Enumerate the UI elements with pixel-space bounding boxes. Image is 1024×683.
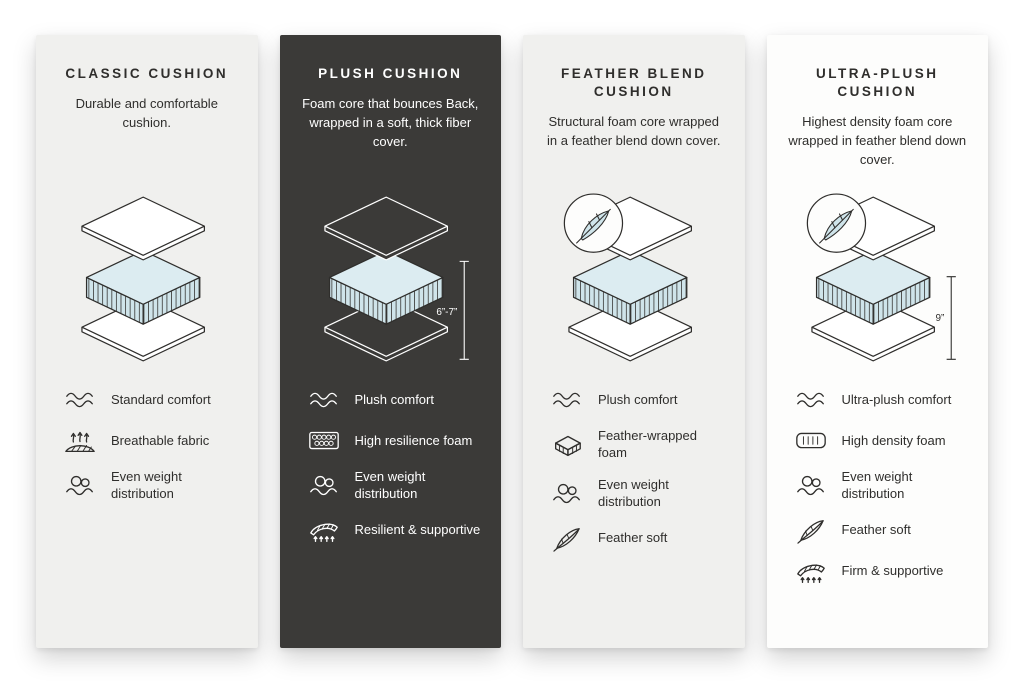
feature-label: Plush comfort xyxy=(598,391,678,407)
feature-list: Plush comfort High resilience foam Even … xyxy=(298,387,484,544)
cushion-illustration xyxy=(54,183,240,371)
feature-label: Even weight distribution xyxy=(354,469,426,501)
feature-row: High resilience foam xyxy=(306,428,484,454)
feature-row: Feather-wrapped foam xyxy=(549,428,727,462)
feature-row: Even weight distribution xyxy=(549,477,727,511)
cushion-layers-icon xyxy=(563,193,692,362)
feature-label: High density foam xyxy=(841,432,946,448)
high-density-foam-icon xyxy=(793,428,829,454)
feature-row: Plush comfort xyxy=(306,387,484,413)
feature-label: Feather soft xyxy=(598,530,668,546)
feature-row: Even weight distribution xyxy=(62,469,240,503)
weight-distribution-icon xyxy=(62,473,98,499)
feature-row: Ultra-plush comfort xyxy=(793,387,971,413)
cushion-illustration: 9” xyxy=(785,183,971,371)
card-header: PLUSH CUSHION Foam core that bounces Bac… xyxy=(298,65,484,183)
feature-label: High resilience foam xyxy=(354,432,473,448)
feature-row: Plush comfort xyxy=(549,387,727,413)
feature-label: Breathable fabric xyxy=(111,432,210,448)
feature-list: Ultra-plush comfort High density foam Ev… xyxy=(785,387,971,585)
breathable-fabric-icon xyxy=(62,428,98,454)
feather-badge-icon xyxy=(563,193,623,253)
card-header: CLASSIC CUSHION Durable and comfortable … xyxy=(54,65,240,183)
feather-wrapped-foam-icon xyxy=(549,432,585,458)
feature-label: Firm & supportive xyxy=(841,563,944,579)
feature-row: High density foam xyxy=(793,428,971,454)
card-classic-cushion: CLASSIC CUSHION Durable and comfortable … xyxy=(36,35,258,648)
feature-label: Feather soft xyxy=(841,522,911,538)
card-feather-blend-cushion: FEATHER BLEND CUSHION Structural foam co… xyxy=(523,35,745,648)
weight-distribution-icon xyxy=(549,481,585,507)
cushion-illustration xyxy=(541,183,727,371)
card-plush-cushion: PLUSH CUSHION Foam core that bounces Bac… xyxy=(279,35,501,648)
card-title: CLASSIC CUSHION xyxy=(65,66,229,81)
card-description: Structural foam core wrapped in a feathe… xyxy=(547,114,721,149)
feature-label: Resilient & supportive xyxy=(354,522,481,538)
card-description: Durable and comfortable cushion. xyxy=(75,96,218,131)
dimension-label: 6”-7” xyxy=(437,307,458,318)
card-description: Foam core that bounces Back, wrapped in … xyxy=(302,96,479,149)
feather-icon xyxy=(549,526,585,552)
card-title: FEATHER BLEND CUSHION xyxy=(561,66,707,100)
weight-distribution-icon xyxy=(793,473,829,499)
feature-row: Firm & supportive xyxy=(793,559,971,585)
cushion-layers-icon: 9” xyxy=(807,193,957,362)
card-title: PLUSH CUSHION xyxy=(318,66,463,81)
weight-distribution-icon xyxy=(306,473,342,499)
feature-label: Even weight distribution xyxy=(841,469,913,501)
wave-comfort-icon xyxy=(62,387,98,413)
height-dimension-marker: 9” xyxy=(936,276,957,360)
card-title: ULTRA-PLUSH CUSHION xyxy=(816,66,939,100)
card-description: Highest density foam core wrapped in fea… xyxy=(788,114,967,168)
wave-comfort-icon xyxy=(306,387,342,413)
feature-row: Feather soft xyxy=(793,518,971,544)
cushion-layers-icon xyxy=(81,196,205,362)
card-ultra-plush-cushion: ULTRA-PLUSH CUSHION Highest density foam… xyxy=(766,35,988,648)
card-header: ULTRA-PLUSH CUSHION Highest density foam… xyxy=(785,65,971,183)
feature-label: Ultra-plush comfort xyxy=(841,391,952,407)
feature-row: Standard comfort xyxy=(62,387,240,413)
feather-badge-icon xyxy=(807,193,867,253)
wave-comfort-icon xyxy=(793,387,829,413)
cushion-illustration: 6”-7” xyxy=(298,183,484,371)
feature-label: Even weight distribution xyxy=(598,476,669,509)
dimension-label: 9” xyxy=(936,313,945,324)
feature-label: Even weight distribution xyxy=(111,469,182,501)
wave-comfort-icon xyxy=(549,387,585,413)
feature-label: Feather-wrapped foam xyxy=(598,428,697,460)
feature-row: Resilient & supportive xyxy=(306,518,484,544)
feather-icon xyxy=(793,518,829,544)
feature-row: Feather soft xyxy=(549,526,727,552)
honeycomb-foam-icon xyxy=(306,428,342,454)
spring-support-icon xyxy=(793,559,829,585)
spring-support-icon xyxy=(306,518,342,544)
height-dimension-marker: 6”-7” xyxy=(437,260,470,360)
feature-row: Even weight distribution xyxy=(793,469,971,503)
feature-list: Standard comfort Breathable fabric xyxy=(54,387,240,503)
cushion-layers-icon: 6”-7” xyxy=(324,196,470,362)
feature-label: Standard comfort xyxy=(111,391,211,407)
feature-list: Plush comfort Feather-wrapped foam xyxy=(541,387,727,552)
feature-row: Even weight distribution xyxy=(306,469,484,503)
card-header: FEATHER BLEND CUSHION Structural foam co… xyxy=(541,65,727,183)
feature-row: Breathable fabric xyxy=(62,428,240,454)
feature-label: Plush comfort xyxy=(354,391,434,407)
